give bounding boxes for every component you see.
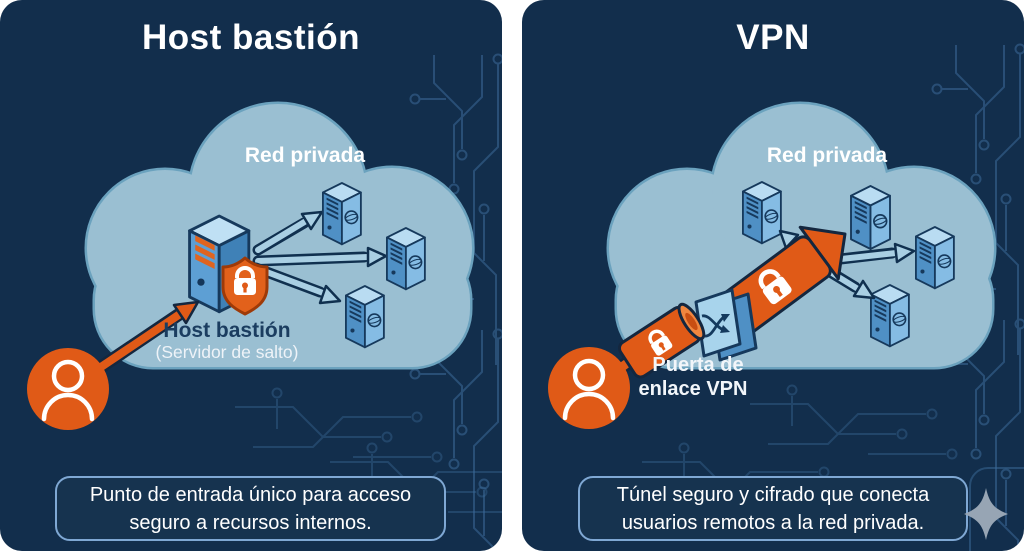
bastion-node-label: Host bastión bbox=[163, 319, 291, 342]
panel-bastion-host: Host bastión bbox=[0, 0, 502, 551]
caption-line: Túnel seguro y cifrado que conecta bbox=[616, 483, 930, 506]
vpn-diagram bbox=[522, 43, 1024, 551]
caption-line: seguro a recursos internos. bbox=[129, 511, 372, 534]
user-icon bbox=[548, 347, 630, 429]
server-icon bbox=[870, 284, 910, 348]
vpn-gateway-label: enlace VPN bbox=[638, 378, 748, 400]
decor-rounded-rect bbox=[969, 467, 1024, 551]
server-icon bbox=[322, 182, 362, 246]
user-access-arrow bbox=[91, 300, 200, 376]
server-icon bbox=[850, 185, 891, 250]
vpn-gateway-icon bbox=[694, 288, 758, 362]
vpn-gateway-label: Puerta de bbox=[652, 354, 744, 376]
access-arrows bbox=[250, 210, 388, 305]
panel-vpn: VPN bbox=[522, 0, 1024, 551]
caption-line: usuarios remotos a la red privada. bbox=[621, 511, 925, 534]
server-icon bbox=[742, 181, 782, 245]
cloud-label: Red privada bbox=[766, 144, 888, 167]
bastion-diagram bbox=[0, 53, 502, 551]
vpn-tunnel-segment bbox=[617, 302, 706, 379]
server-icon bbox=[915, 226, 955, 290]
panel-title-vpn: VPN bbox=[736, 18, 810, 57]
caption-box-vpn: Túnel seguro y cifrado que conecta usuar… bbox=[578, 476, 968, 541]
cloud-label: Red privada bbox=[244, 144, 366, 167]
shield-lock-icon bbox=[221, 256, 269, 316]
sparkle-icon bbox=[964, 488, 1008, 540]
caption-line: Punto de entrada único para acceso bbox=[89, 483, 412, 506]
server-icon bbox=[386, 227, 426, 291]
panel-title-bastion: Host bastión bbox=[142, 18, 360, 57]
server-icon bbox=[345, 285, 385, 349]
user-icon bbox=[27, 348, 109, 430]
caption-box-bastion: Punto de entrada único para acceso segur… bbox=[55, 476, 446, 541]
bastion-node-sublabel: (Servidor de salto) bbox=[155, 342, 299, 362]
